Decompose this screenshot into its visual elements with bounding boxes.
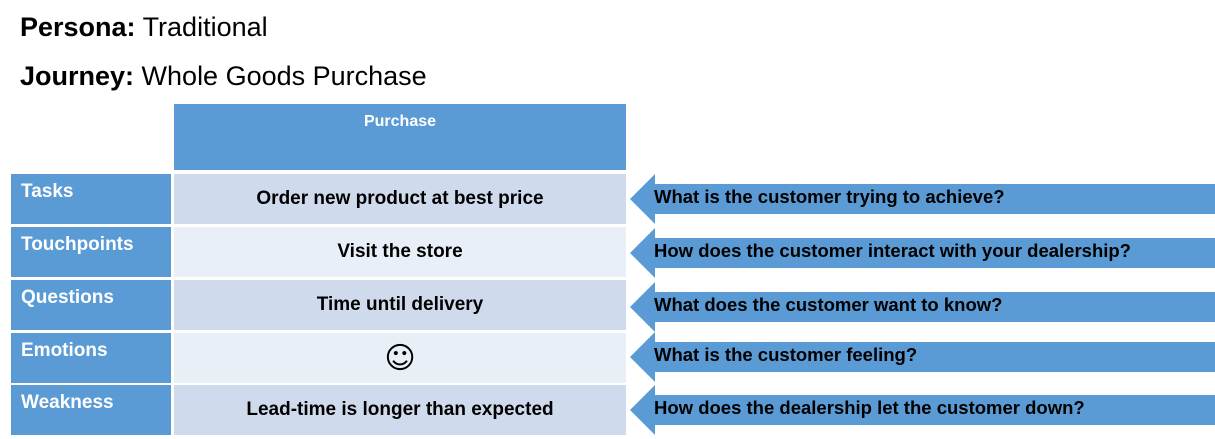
- row-label-touchpoints: Touchpoints: [11, 227, 171, 277]
- row-label-weakness: Weakness: [11, 385, 171, 435]
- question-text-weakness: How does the dealership let the customer…: [654, 397, 1085, 418]
- row-cell-touchpoints: Visit the store: [174, 227, 626, 277]
- row-cell-questions: Time until delivery: [174, 280, 626, 330]
- question-text-tasks: What is the customer trying to achieve?: [654, 186, 1005, 207]
- question-text-touchpoints: How does the customer interact with your…: [654, 240, 1131, 261]
- question-text-questions: What does the customer want to know?: [654, 294, 1003, 315]
- emotion-smiley-icon: ☺: [174, 333, 626, 383]
- question-arrow-emotions: What is the customer feeling?: [630, 332, 1215, 382]
- row-label-emotions: Emotions: [11, 333, 171, 383]
- journey-label: Journey:: [20, 61, 135, 91]
- row-cell-tasks: Order new product at best price: [174, 174, 626, 224]
- question-arrow-questions: What does the customer want to know?: [630, 282, 1215, 332]
- stage-header: Purchase: [174, 104, 626, 170]
- row-cell-weakness: Lead-time is longer than expected: [174, 385, 626, 435]
- persona-label: Persona:: [20, 12, 136, 42]
- question-text-emotions: What is the customer feeling?: [654, 344, 918, 365]
- question-arrow-tasks: What is the customer trying to achieve?: [630, 174, 1215, 224]
- journey-value: Whole Goods Purchase: [141, 61, 427, 91]
- question-arrow-touchpoints: How does the customer interact with your…: [630, 228, 1215, 278]
- question-arrow-weakness: How does the dealership let the customer…: [630, 385, 1215, 435]
- journey-line: Journey: Whole Goods Purchase: [20, 61, 427, 92]
- row-label-questions: Questions: [11, 280, 171, 330]
- persona-line: Persona: Traditional: [20, 12, 268, 43]
- row-label-tasks: Tasks: [11, 174, 171, 224]
- persona-value: Traditional: [142, 12, 268, 42]
